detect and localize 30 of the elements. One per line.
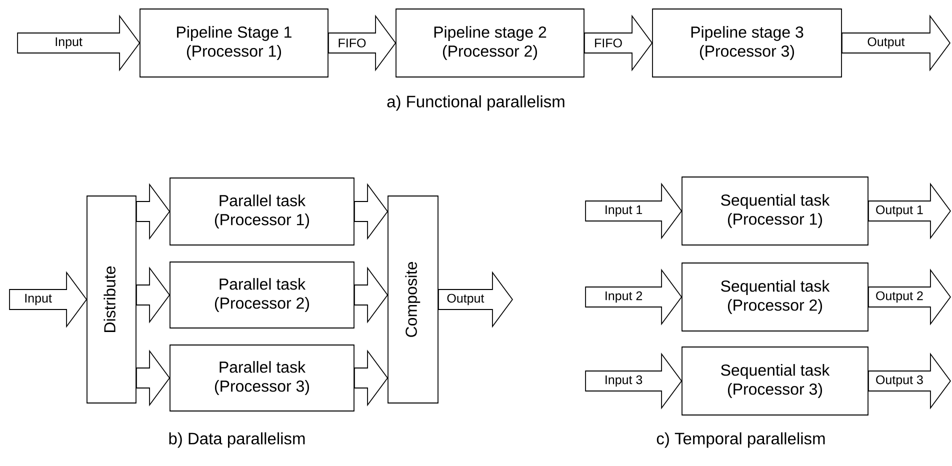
process-box: Parallel task (Processor 1) xyxy=(170,178,354,246)
block-arrow xyxy=(136,183,170,240)
edge-label: Input xyxy=(54,36,83,50)
process-box: Distribute xyxy=(86,196,136,404)
edge-label: FIFO xyxy=(594,38,623,48)
process-box: Parallel task (Processor 3) xyxy=(170,344,354,412)
caption: a) Functional parallelism xyxy=(387,95,564,111)
process-box: Composite xyxy=(388,196,438,404)
process-box: Parallel task (Processor 2) xyxy=(170,262,354,328)
process-box: Pipeline stage 2 (Processor 2) xyxy=(396,8,584,78)
edge-label: Input xyxy=(24,293,52,306)
edge-label: Output 2 xyxy=(875,290,924,304)
edge-label: Output xyxy=(866,36,906,50)
edge-label: FIFO xyxy=(337,38,367,48)
block-arrow xyxy=(17,14,140,72)
process-box: Sequential task (Processor 1) xyxy=(682,176,868,246)
block-arrow xyxy=(354,183,388,240)
process-box: Pipeline Stage 1 (Processor 1) xyxy=(140,8,328,78)
block-arrow xyxy=(354,266,388,324)
block-arrow xyxy=(136,350,170,406)
process-box: Sequential task (Processor 2) xyxy=(682,262,868,332)
block-arrow xyxy=(354,350,388,406)
edge-label: Output 3 xyxy=(875,374,924,388)
edge-label: Output xyxy=(446,293,485,306)
process-box: Sequential task (Processor 3) xyxy=(682,346,868,416)
block-arrow xyxy=(136,266,170,324)
caption: b) Data parallelism xyxy=(169,432,305,448)
edge-label: Output 1 xyxy=(875,204,924,218)
caption: c) Temporal parallelism xyxy=(656,432,825,448)
process-box: Pipeline stage 3 (Processor 3) xyxy=(652,8,842,78)
